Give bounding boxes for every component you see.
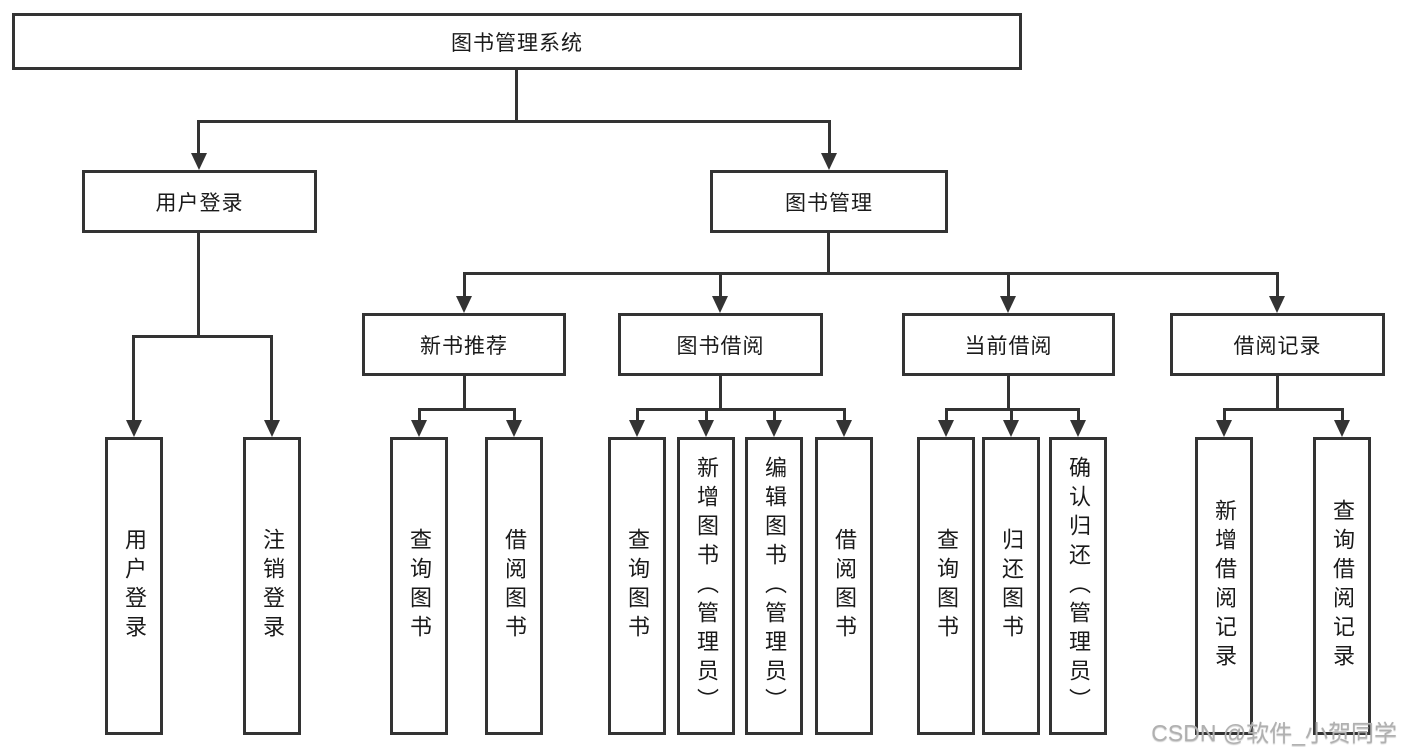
node-current-borrowing: 当前借阅 [902, 313, 1115, 376]
connector-arrow-leaf-logout [270, 335, 273, 420]
arrowhead-c1 [629, 420, 645, 437]
connector-bookmgmt-branch [463, 272, 1279, 275]
connector-arrow-b1 [418, 408, 421, 420]
connector-borrowing-branch [636, 408, 846, 411]
connector-arrow-leaf-user-login [132, 335, 135, 420]
leaf-borrow-books-borrowing: 借阅图书 [815, 437, 873, 735]
arrowhead-current-borrowing [1000, 296, 1016, 313]
leaf-return-books: 归还图书 [982, 437, 1040, 735]
connector-root-stub [515, 70, 518, 120]
node-label: 当前借阅 [964, 334, 1053, 358]
connector-userlogin-stub [197, 233, 200, 335]
arrowhead-c2 [698, 420, 714, 437]
arrowhead-leaf-user-login [126, 420, 142, 437]
connector-newbook-stub [463, 376, 466, 408]
arrowhead-b2 [506, 420, 522, 437]
node-label: 查询图书 [407, 528, 432, 644]
leaf-query-books-recommend: 查询图书 [390, 437, 448, 735]
arrowhead-new-book [456, 296, 472, 313]
connector-bookmgmt-stub [827, 233, 830, 272]
node-label: 借阅图书 [502, 528, 527, 644]
connector-arrow-book-management [828, 120, 831, 153]
arrowhead-leaf-logout [264, 420, 280, 437]
leaf-logout: 注销登录 [243, 437, 301, 735]
node-label: 借阅图书 [832, 528, 857, 644]
leaf-query-books-borrowing: 查询图书 [608, 437, 666, 735]
node-label: 查询图书 [934, 528, 959, 644]
arrowhead-d3 [1070, 420, 1086, 437]
leaf-add-borrow-record: 新增借阅记录 [1195, 437, 1253, 735]
node-label: 新增借阅记录 [1212, 499, 1237, 673]
connector-root-branch [198, 120, 830, 123]
arrowhead-c4 [836, 420, 852, 437]
arrowhead-d1 [938, 420, 954, 437]
arrowhead-b1 [411, 420, 427, 437]
connector-arrow-c2 [705, 408, 708, 420]
node-label: 用户登录 [155, 191, 244, 215]
node-book-borrowing: 图书借阅 [618, 313, 823, 376]
connector-arrow-current-borrowing [1007, 272, 1010, 296]
arrowhead-e2 [1334, 420, 1350, 437]
arrowhead-e1 [1216, 420, 1232, 437]
leaf-borrow-books-recommend: 借阅图书 [485, 437, 543, 735]
node-label: 注销登录 [260, 528, 285, 644]
arrowhead-book-management [821, 153, 837, 170]
node-label: 图书管理系统 [451, 31, 583, 55]
arrowhead-c3 [766, 420, 782, 437]
connector-arrow-b2 [513, 408, 516, 420]
node-label: 编辑图书（管理员） [762, 455, 787, 717]
connector-current-stub [1007, 376, 1010, 408]
csdn-watermark: CSDN @软件_小贺同学 [1151, 720, 1397, 746]
node-label: 新增图书（管理员） [694, 455, 719, 717]
connector-newbook-branch [418, 408, 516, 411]
node-label: 图书借阅 [676, 334, 765, 358]
leaf-edit-book-admin: 编辑图书（管理员） [745, 437, 803, 735]
connector-arrow-borrowing-records [1276, 272, 1279, 296]
connector-arrow-e2 [1341, 408, 1344, 420]
connector-records-branch [1223, 408, 1344, 411]
node-label: 新书推荐 [420, 334, 508, 358]
connector-arrow-book-borrowing [719, 272, 722, 296]
node-library-system: 图书管理系统 [12, 13, 1022, 70]
connector-arrow-c4 [843, 408, 846, 420]
connector-arrow-user-login [197, 120, 200, 153]
node-user-login: 用户登录 [82, 170, 317, 233]
connector-borrowing-stub [719, 376, 722, 408]
node-label: 借阅记录 [1233, 334, 1322, 358]
node-label: 用户登录 [122, 528, 147, 644]
connector-arrow-d1 [945, 408, 948, 420]
connector-userlogin-branch [133, 335, 273, 338]
arrowhead-d2 [1003, 420, 1019, 437]
node-label: 查询借阅记录 [1330, 499, 1355, 673]
node-new-book-recommendation: 新书推荐 [362, 313, 566, 376]
node-label: 图书管理 [785, 191, 873, 215]
arrowhead-borrowing-records [1269, 296, 1285, 313]
leaf-add-book-admin: 新增图书（管理员） [677, 437, 735, 735]
node-label: 归还图书 [999, 528, 1024, 644]
connector-records-stub [1276, 376, 1279, 408]
leaf-confirm-return-admin: 确认归还（管理员） [1049, 437, 1107, 735]
arrowhead-user-login [191, 153, 207, 170]
leaf-user-login: 用户登录 [105, 437, 163, 735]
arrowhead-book-borrowing [712, 296, 728, 313]
node-label: 确认归还（管理员） [1066, 455, 1091, 717]
leaf-query-books-current: 查询图书 [917, 437, 975, 735]
connector-arrow-c1 [636, 408, 639, 420]
connector-arrow-c3 [773, 408, 776, 420]
node-borrowing-records: 借阅记录 [1170, 313, 1385, 376]
node-book-management: 图书管理 [710, 170, 948, 233]
connector-arrow-d3 [1077, 408, 1080, 420]
leaf-query-borrow-record: 查询借阅记录 [1313, 437, 1371, 735]
connector-arrow-e1 [1223, 408, 1226, 420]
connector-arrow-d2 [1010, 408, 1013, 420]
node-label: 查询图书 [625, 528, 650, 644]
connector-arrow-new-book [463, 272, 466, 296]
